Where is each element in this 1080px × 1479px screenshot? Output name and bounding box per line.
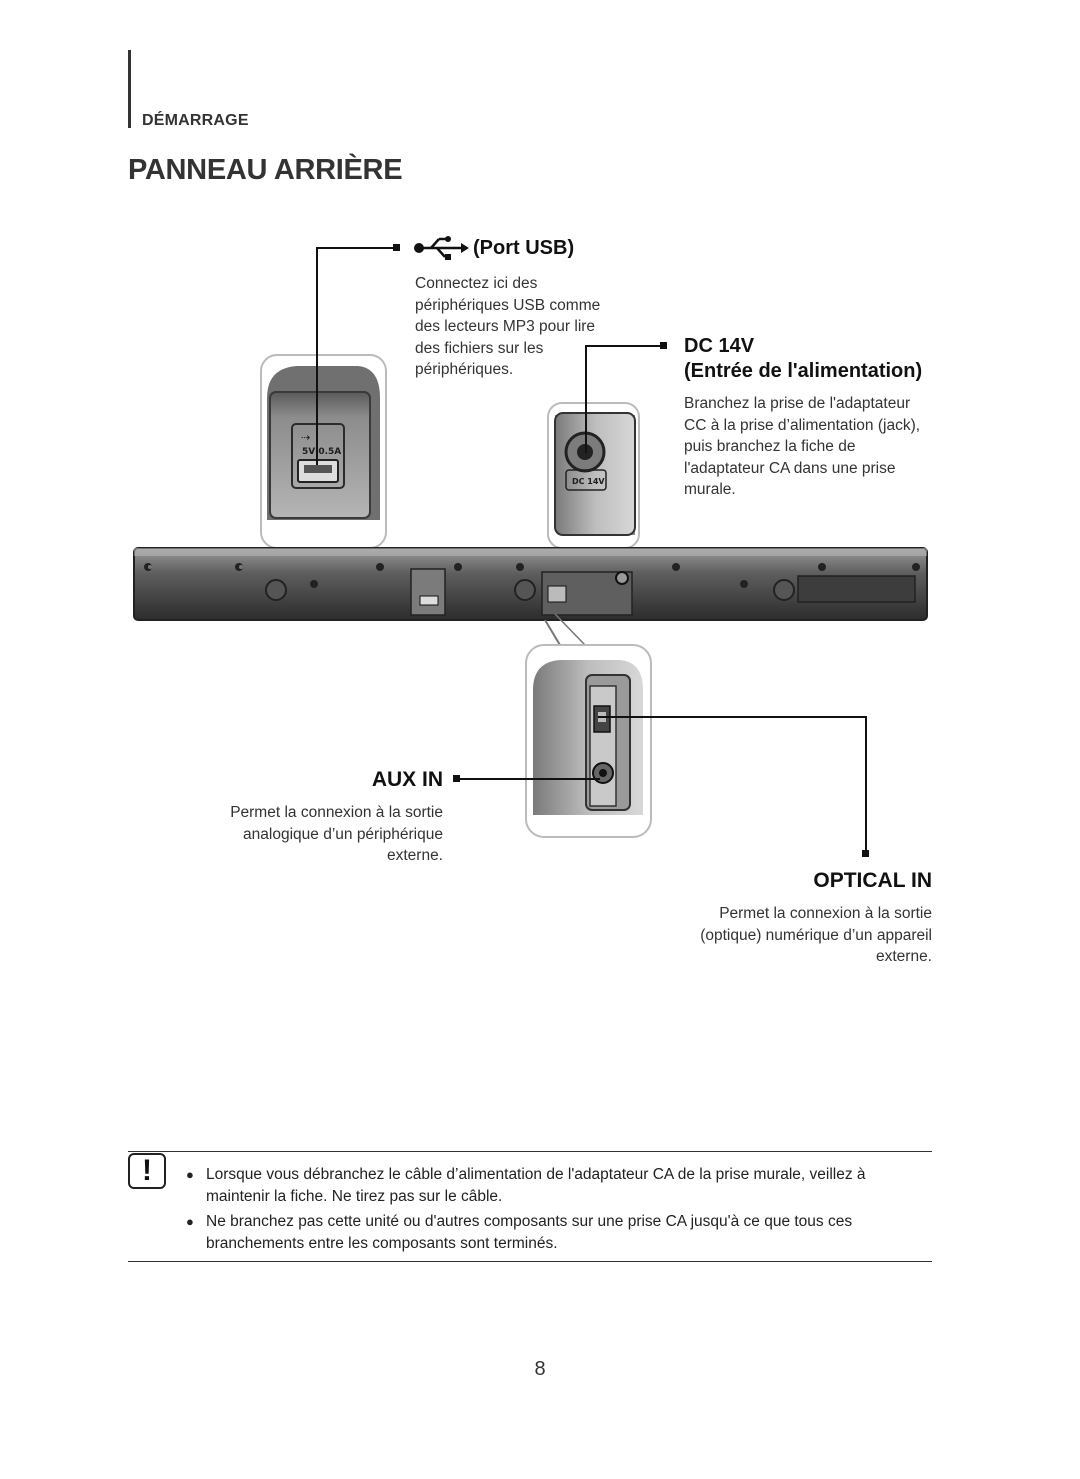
optical-desc-line: Permet la connexion à la sortie [719, 905, 932, 922]
note-text: Lorsque vous débranchez le câble d’alime… [206, 1166, 866, 1205]
page-title: PANNEAU ARRIÈRE [128, 154, 403, 186]
optical-in-label: OPTICAL IN [813, 869, 932, 892]
dc-desc-line: murale. [684, 481, 736, 499]
dc-callout-zoom: DC 14V [547, 402, 640, 549]
notes-list: ● Lorsque vous débranchez le câble d’ali… [186, 1164, 932, 1256]
note-text: Ne branchez pas cette unité ou d'autres … [206, 1213, 853, 1252]
usb-panel-rating: 5V 0.5A [302, 447, 341, 457]
dc-desc-line: Branchez la prise de l'adaptateur [684, 395, 911, 412]
usb-panel-symbol: ⇢ [301, 431, 310, 444]
aux-in-label: AUX IN [371, 768, 443, 791]
section-name: DÉMARRAGE [142, 112, 249, 129]
bullet-icon: ● [186, 1214, 194, 1230]
aux-optical-callout-zoom [525, 644, 652, 838]
note-item: ● Ne branchez pas cette unité ou d'autre… [186, 1211, 932, 1254]
usb-port-label: (Port USB) [473, 237, 575, 259]
dc-desc-line: l'adaptateur CA dans une prise [684, 459, 896, 477]
usb-desc-line: des fichiers sur les [415, 339, 544, 357]
aux-desc-line: externe. [386, 847, 443, 865]
usb-desc-line: Connectez ici des [415, 275, 538, 292]
notes-top-rule [128, 1151, 932, 1152]
dc-desc-line: CC à la prise d’alimentation (jack), [684, 416, 921, 434]
aux-desc-line: Permet la connexion à la sortie [230, 804, 443, 821]
dc-description: Branchez la prise de l'adaptateur CC à l… [684, 393, 934, 501]
optical-desc-line: externe. [875, 948, 932, 966]
dc-desc-line: puis branchez la fiche de [684, 438, 856, 456]
dc-leader-line [585, 345, 663, 453]
soundbar-rear [133, 547, 928, 621]
warning-icon: ! [128, 1153, 166, 1189]
optical-leader-line [598, 716, 867, 853]
usb-leader-line [316, 247, 397, 465]
dc-label: DC 14V [684, 335, 755, 357]
optical-description: Permet la connexion à la sortie (optique… [682, 903, 932, 968]
usb-description: Connectez ici des périphériques USB comm… [415, 273, 615, 381]
notes-bottom-rule [128, 1261, 932, 1262]
page-number: 8 [534, 1358, 546, 1380]
dc-sublabel: (Entrée de l'alimentation) [684, 360, 923, 382]
bullet-icon: ● [186, 1167, 194, 1182]
aux-description: Permet la connexion à la sortie analogiq… [213, 802, 443, 867]
usb-icon [414, 236, 469, 260]
note-item: ● Lorsque vous débranchez le câble d’ali… [186, 1164, 932, 1207]
usb-callout-zoom: ⇢ 5V 0.5A [260, 354, 387, 549]
optical-desc-line: (optique) numérique d’un appareil [700, 926, 932, 944]
dc-panel-text: DC 14V [572, 477, 605, 486]
usb-desc-line: périphériques. [415, 361, 514, 379]
section-side-bar [128, 50, 131, 128]
aux-desc-line: analogique d’un périphérique [243, 825, 443, 843]
usb-desc-line: des lecteurs MP3 pour lire [415, 318, 596, 336]
usb-desc-line: périphériques USB comme [415, 296, 601, 314]
